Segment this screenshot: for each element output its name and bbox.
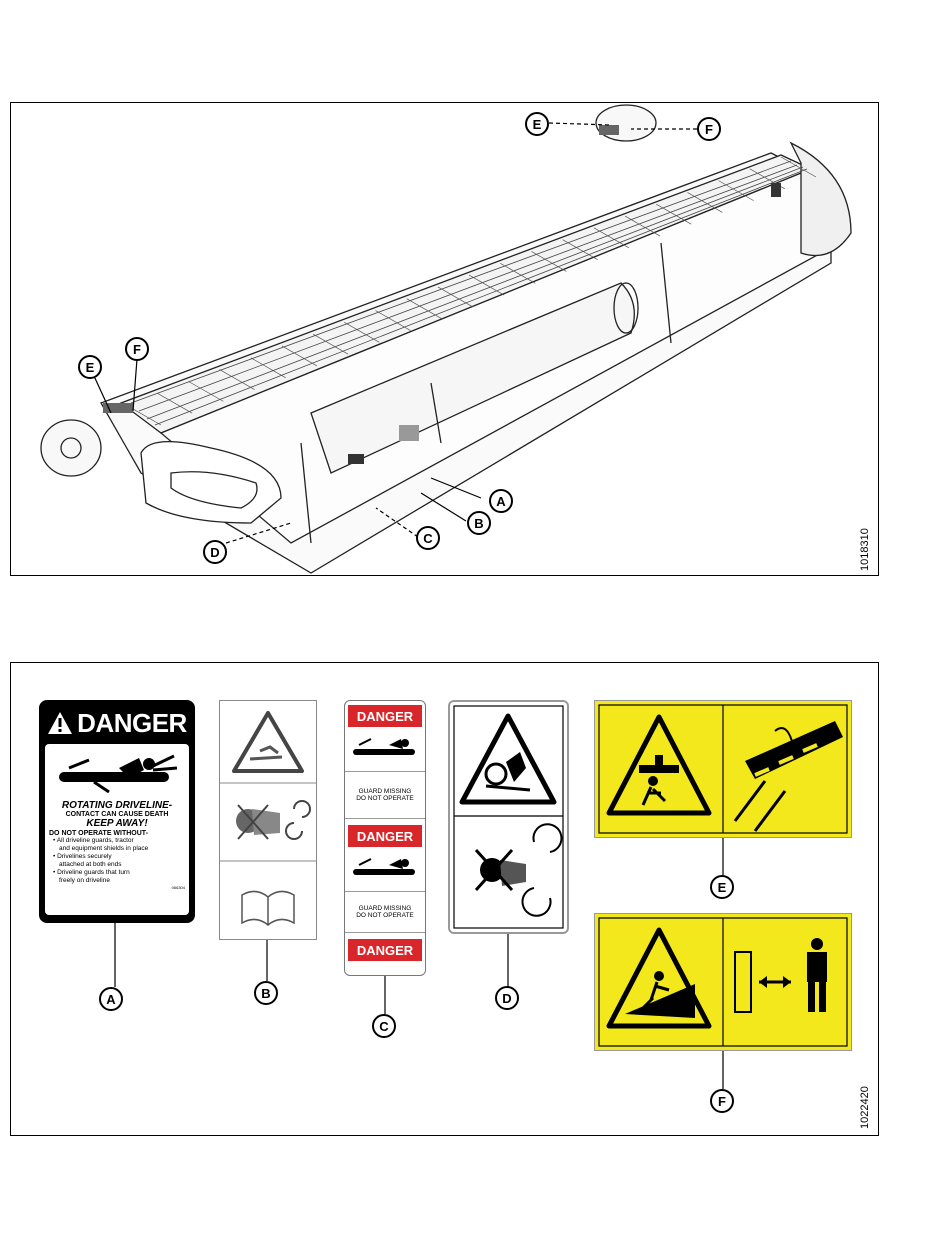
entanglement-pictogram-icon — [353, 858, 415, 875]
callout-f-right: F — [697, 117, 721, 141]
decal-callout-c: C — [372, 1014, 396, 1038]
decal-c-header-middle: DANGER — [356, 828, 414, 844]
decal-a-line3: KEEP AWAY! — [86, 818, 148, 829]
decal-a-bullet: attached at both ends — [59, 861, 122, 868]
decal-c: DANGER GUARD MISSING DO NOT OPERATE DANG… — [344, 700, 426, 976]
callout-c: C — [416, 526, 440, 550]
decal-b-pictograms — [220, 711, 316, 926]
decal-a-bullet: • All driveline guards, tractor — [53, 837, 134, 844]
callout-f-left: F — [125, 337, 149, 361]
decal-leader-lines — [114, 838, 724, 1089]
decal-e — [594, 700, 852, 838]
decal-a-bullet: freely on driveline — [59, 877, 110, 884]
decal-a-bullet: • Drivelines securely — [53, 853, 112, 860]
decal-c-header-bottom: DANGER — [356, 942, 414, 958]
decal-callout-a: A — [99, 987, 123, 1011]
entanglement-pictogram-icon — [59, 754, 178, 794]
decal-a-line1: ROTATING DRIVELINE- — [61, 800, 173, 811]
decal-a-part-number: 066304 — [171, 885, 185, 890]
warning-triangle-icon — [48, 712, 73, 734]
decal-a-bullet: • Driveline guards that turn — [53, 869, 130, 876]
figure-id-bottom: 1022420 — [859, 1086, 871, 1129]
decal-f-pictograms — [598, 917, 848, 1047]
decal-b — [219, 700, 317, 940]
decal-a: DANGER ROTATING DRIVELINE- CONTACT CAN C… — [39, 700, 195, 923]
decal-a-line4: DO NOT OPERATE WITHOUT- — [49, 830, 149, 837]
decal-a-header: DANGER — [77, 707, 187, 738]
callout-b: B — [467, 511, 491, 535]
decal-c-guard-missing: GUARD MISSING — [358, 788, 412, 795]
decal-a-bullet: and equipment shields in place — [59, 845, 149, 852]
decals-panel: DANGER ROTATING DRIVELINE- CONTACT CAN C… — [10, 662, 879, 1136]
decal-a-line2: CONTACT CAN CAUSE DEATH — [65, 811, 169, 818]
decal-f — [594, 913, 852, 1051]
decal-c-do-not-operate: DO NOT OPERATE — [356, 795, 414, 802]
decal-c-header-top: DANGER — [356, 708, 414, 724]
decal-c-guard-missing: GUARD MISSING — [358, 905, 412, 912]
decal-d-pictograms — [453, 705, 564, 929]
callout-e-right: E — [525, 112, 549, 136]
header-illustration-panel: A B C D E F E F 1018310 — [10, 102, 879, 576]
callout-e-left: E — [78, 355, 102, 379]
header-machine-drawing — [40, 104, 852, 574]
decal-callout-d: D — [495, 986, 519, 1010]
decal-e-pictograms — [598, 704, 848, 834]
callout-d: D — [203, 540, 227, 564]
decal-callout-f: F — [710, 1089, 734, 1113]
entanglement-pictogram-icon — [353, 738, 415, 755]
decal-d — [448, 700, 569, 934]
decal-callout-e: E — [710, 875, 734, 899]
figure-id-top: 1018310 — [859, 528, 871, 571]
decal-callout-b: B — [254, 981, 278, 1005]
decal-c-do-not-operate: DO NOT OPERATE — [356, 912, 414, 919]
callout-a: A — [489, 489, 513, 513]
